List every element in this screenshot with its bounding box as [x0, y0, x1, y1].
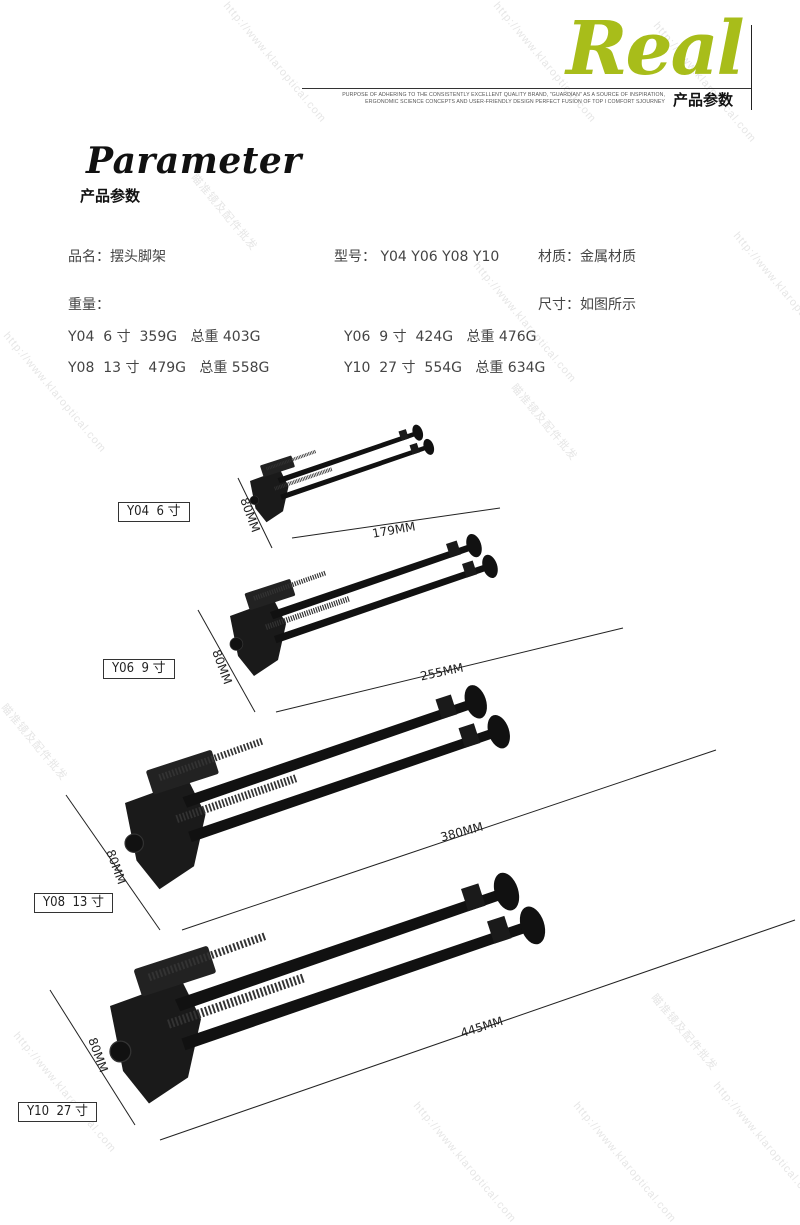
header-tagline-1: PURPOSE OF ADHERING TO THE CONSISTENTLY … — [342, 92, 665, 98]
header-divider-horizontal — [302, 88, 751, 89]
product-label-y06: Y06 9 寸 — [103, 659, 175, 679]
spec-weight-y04: Y04 6 寸 359G 总重 403G — [68, 329, 261, 345]
product-label-y10: Y10 27 寸 — [18, 1102, 98, 1122]
spec-weight-label: 重量： — [68, 297, 110, 313]
section-title: Parameter — [86, 140, 302, 182]
spec-size: 尺寸：如图所示 — [538, 297, 636, 313]
header-divider-vertical — [751, 25, 752, 110]
header-section-cn: 产品参数 — [673, 91, 734, 109]
spec-weight-y08: Y08 13 寸 479G 总重 558G — [68, 360, 270, 376]
header-tagline-2: ERGONOMIC SCIENCE CONCEPTS AND USER-FRIE… — [365, 99, 665, 105]
spec-weight-y06: Y06 9 寸 424G 总重 476G — [344, 329, 537, 345]
product-label-y04: Y04 6 寸 — [118, 502, 190, 522]
spec-material: 材质：金属材质 — [538, 249, 636, 265]
spec-models: 型号： Y04 Y06 Y08 Y10 — [334, 249, 500, 265]
section-subtitle: 产品参数 — [80, 187, 141, 205]
brand-word: Real — [566, 6, 745, 92]
product-label-y08: Y08 13 寸 — [34, 893, 114, 913]
spec-weight-y10: Y10 27 寸 554G 总重 634G — [344, 360, 546, 376]
spec-product-name: 品名：摆头脚架 — [68, 249, 166, 265]
